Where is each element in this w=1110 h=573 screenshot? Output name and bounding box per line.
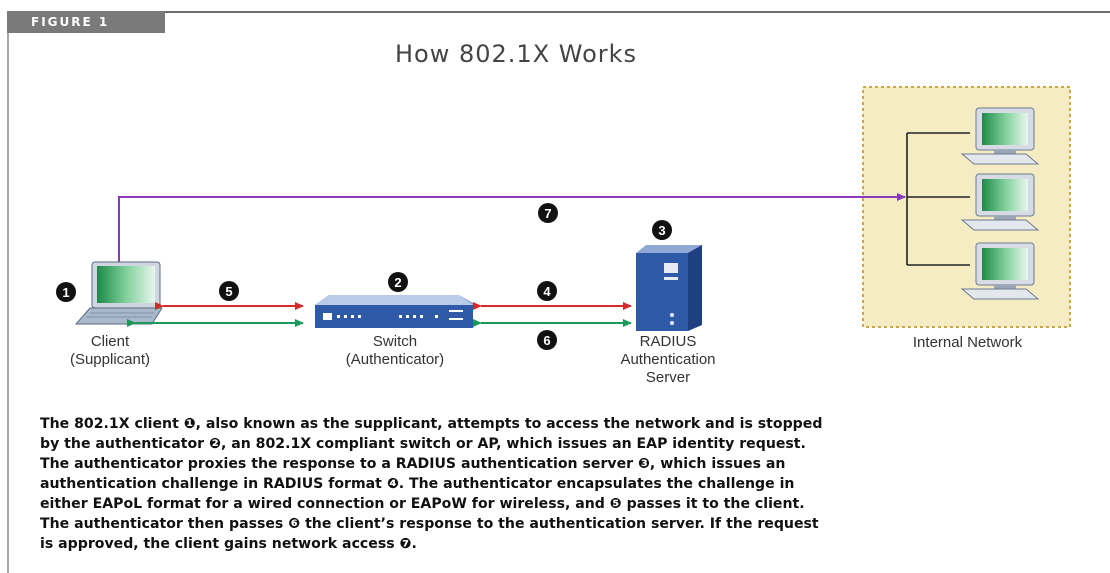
- marker-1: 1: [56, 282, 76, 302]
- caption-line: is approved, the client gains network ac…: [40, 536, 417, 552]
- marker-7: 7: [538, 203, 558, 223]
- caption-line: either EAPoL format for a wired connecti…: [40, 496, 805, 512]
- svg-text:7: 7: [544, 206, 551, 221]
- marker-6: 6: [537, 330, 557, 350]
- svg-text:4: 4: [543, 284, 551, 299]
- switch-device-icon: [315, 295, 473, 328]
- diagram-title: How 802.1X Works: [395, 40, 638, 68]
- radius-server-icon: [636, 245, 702, 331]
- network-access-arrow: [118, 193, 906, 273]
- caption-line: The authenticator proxies the response t…: [40, 456, 786, 472]
- marker-2: 2: [388, 272, 408, 292]
- marker-3: 3: [652, 220, 672, 240]
- figure-caption: The 802.1X client ❶, also known as the s…: [40, 414, 1100, 554]
- figure-left-rule: [7, 11, 9, 573]
- desktop-computer-icon: [960, 242, 1040, 300]
- diagram-canvas: 1 2 3 4 5 6 7: [56, 86, 1071, 350]
- desktop-computer-icon: [960, 107, 1040, 165]
- svg-text:3: 3: [658, 223, 665, 238]
- internal-network-label: Internal Network: [912, 334, 1023, 351]
- client-label: Client (Supplicant): [69, 333, 151, 368]
- svg-text:5: 5: [225, 284, 232, 299]
- figure-label: FIGURE 1: [7, 11, 165, 33]
- internal-network-box: [862, 86, 1071, 328]
- caption-line: The authenticator then passes ❻ the clie…: [40, 516, 819, 532]
- figure-top-rule: [7, 11, 1110, 13]
- marker-4: 4: [537, 281, 557, 301]
- svg-text:6: 6: [543, 333, 550, 348]
- caption-line: by the authenticator ❷, an 802.1X compli…: [40, 436, 806, 452]
- network-tree-lines: [906, 132, 970, 266]
- server-label: RADIUS Authentication Server: [620, 333, 716, 386]
- caption-line: The 802.1X client ❶, also known as the s…: [40, 416, 823, 432]
- switch-label: Switch (Authenticator): [345, 333, 445, 368]
- svg-text:1: 1: [62, 285, 69, 300]
- laptop-icon: [74, 261, 163, 325]
- marker-5: 5: [219, 281, 239, 301]
- svg-text:2: 2: [394, 275, 401, 290]
- caption-line: authentication challenge in RADIUS forma…: [40, 476, 795, 492]
- desktop-computer-icon: [960, 173, 1040, 231]
